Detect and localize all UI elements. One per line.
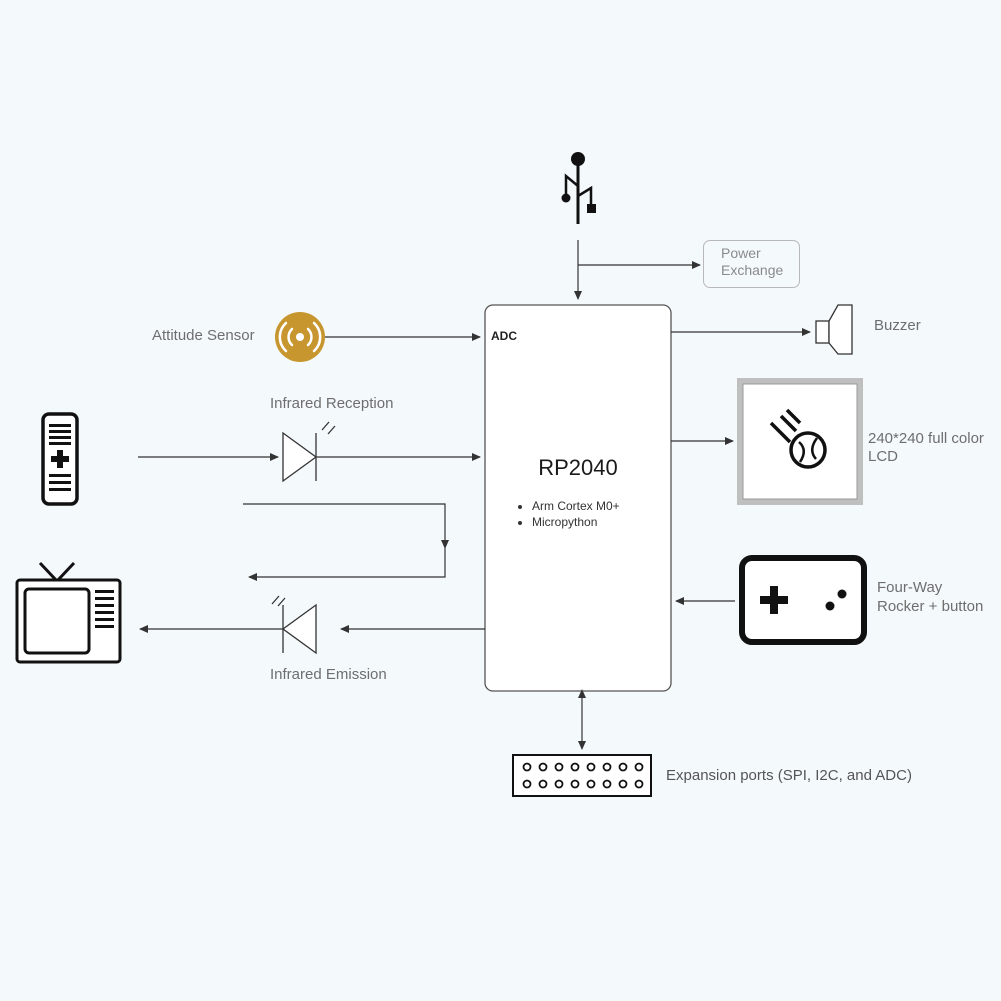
chip-feature-list: Arm Cortex M0+ Micropython bbox=[520, 498, 620, 530]
remote-control-icon bbox=[41, 412, 79, 506]
infrared-emission-label: Infrared Emission bbox=[270, 666, 387, 683]
buzzer-icon bbox=[815, 304, 853, 355]
lcd-label-line2: LCD bbox=[868, 448, 899, 465]
chip-title: RP2040 bbox=[538, 455, 618, 480]
lcd-label-line1: 240*240 full color bbox=[868, 430, 984, 447]
pin-header-icon bbox=[512, 754, 652, 797]
loop-connector-line bbox=[243, 503, 449, 549]
infrared-reception-label: Infrared Reception bbox=[270, 395, 394, 412]
gamepad-icon bbox=[739, 555, 867, 645]
ir-emitter-diode-icon bbox=[271, 595, 317, 655]
usb-icon bbox=[561, 152, 596, 224]
rocker-label-line1: Four-Way bbox=[877, 579, 943, 596]
chip-feature-item: Arm Cortex M0+ bbox=[532, 498, 620, 514]
power-exchange-box: Power Exchange bbox=[703, 240, 800, 288]
power-exchange-line2: Exchange bbox=[721, 262, 784, 278]
ir-receiver-diode-icon bbox=[282, 421, 336, 483]
power-exchange-line1: Power bbox=[721, 245, 761, 261]
attitude-sensor-label: Attitude Sensor bbox=[152, 327, 255, 344]
rocker-label-line2: Rocker + button bbox=[877, 598, 984, 615]
loop-return-arrow bbox=[248, 548, 446, 581]
lcd-icon bbox=[737, 378, 863, 505]
chip-feature-item: Micropython bbox=[532, 514, 620, 530]
tv-icon bbox=[15, 561, 122, 664]
chip-adc-label: ADC bbox=[491, 329, 517, 343]
buzzer-label: Buzzer bbox=[874, 317, 921, 334]
attitude-sensor-icon bbox=[275, 312, 325, 362]
expansion-ports-label: Expansion ports (SPI, I2C, and ADC) bbox=[666, 767, 912, 784]
